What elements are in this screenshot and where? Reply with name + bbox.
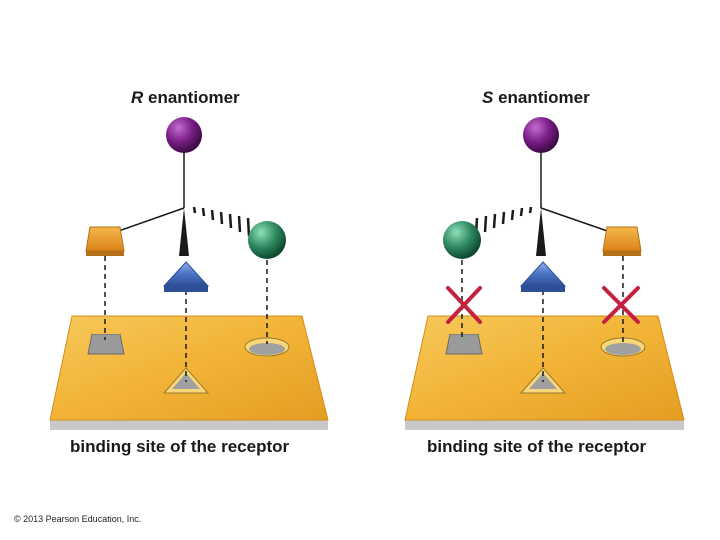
hashed-bond: [192, 206, 251, 237]
circle-slot: [244, 337, 290, 357]
purple-sphere: [523, 117, 559, 153]
square-slot: [445, 330, 483, 355]
circle-slot: [600, 337, 646, 357]
orange-block: [602, 226, 642, 252]
s-receptor-caption: binding site of the receptor: [427, 437, 647, 456]
blue-triangle-base: [521, 286, 565, 292]
wedge-bond: [179, 208, 189, 256]
orange-block-base: [86, 251, 124, 256]
r-enantiomer-title: R enantiomer: [131, 88, 240, 108]
s-enantiomer-title: S enantiomer: [482, 88, 590, 108]
hashed-bond: [474, 206, 533, 237]
r-enantiomer-panel: [49, 117, 329, 430]
title-letter: S: [482, 88, 494, 107]
orange-block: [85, 226, 125, 252]
title-rest: enantiomer: [493, 88, 590, 107]
orange-block-base: [603, 251, 641, 256]
green-sphere: [248, 221, 286, 259]
purple-sphere: [166, 117, 202, 153]
blue-triangle: [162, 261, 210, 287]
title-rest: enantiomer: [143, 88, 240, 107]
r-receptor-caption: binding site of the receptor: [70, 437, 290, 456]
square-slot: [87, 330, 125, 355]
blue-triangle-base: [164, 286, 208, 292]
mismatch-x-icon: [602, 286, 640, 324]
title-letter: R: [131, 88, 144, 107]
alignment-lines: [104, 256, 268, 382]
wedge-bond: [536, 208, 546, 256]
mismatch-x-icon: [446, 286, 482, 324]
copyright-notice: © 2013 Pearson Education, Inc.: [14, 514, 142, 524]
molecule-bonds: [109, 152, 251, 256]
blue-triangle: [519, 261, 567, 287]
green-sphere: [443, 221, 481, 259]
s-enantiomer-panel: [404, 117, 685, 430]
molecule-bonds: [474, 152, 617, 256]
